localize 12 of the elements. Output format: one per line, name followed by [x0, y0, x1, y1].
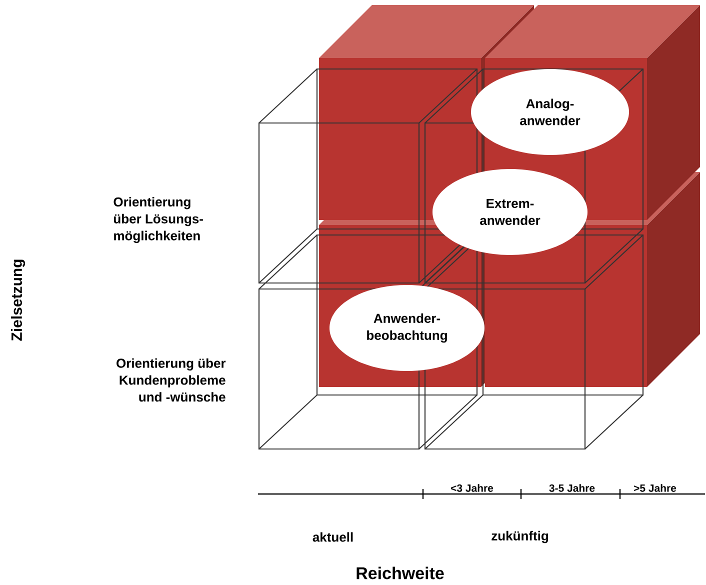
ellipse-label: Anwender- beobachtung — [330, 285, 484, 371]
axis-title: Reichweite — [356, 566, 444, 580]
tick-label: 3-5 Jahre — [549, 484, 595, 492]
column-label: aktuell — [312, 532, 353, 542]
column-label: zukünftig — [492, 530, 548, 544]
ellipse-label: Extrem- anwender — [432, 169, 588, 255]
ellipse-label: Analog- anwender — [471, 69, 629, 155]
row-label: Orientierung über Lösungs- möglichkeiten — [114, 197, 203, 243]
tick-label: <3 Jahre — [451, 484, 494, 492]
tick-label: >5 Jahre — [634, 484, 676, 492]
row-label: Orientierung über Kundenprobleme und -wünsche — [116, 358, 226, 402]
axis-title: Zielsetzung — [10, 260, 26, 341]
